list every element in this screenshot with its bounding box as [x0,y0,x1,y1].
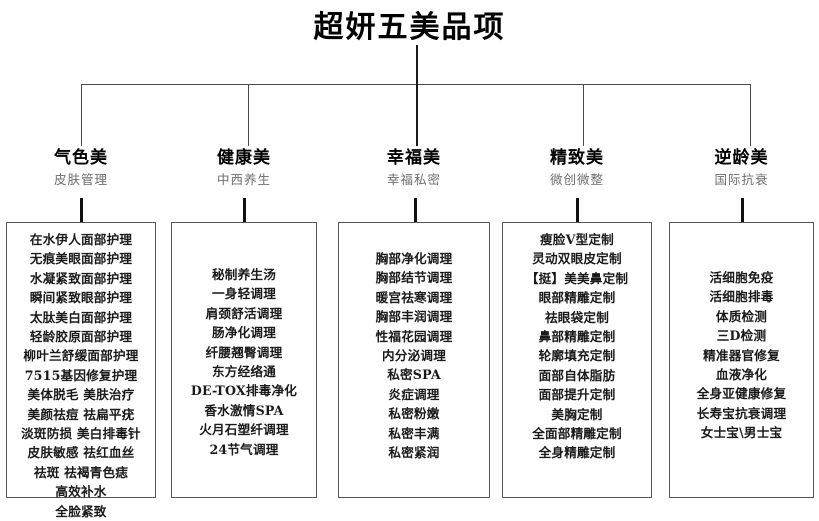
category-subtitle-1: 皮肤管理 [53,172,108,187]
list-item: 太肽美白面部护理 [29,309,133,325]
list-item: 鼻部精雕定制 [538,329,616,345]
list-item: 在水伊人面部护理 [29,232,133,247]
list-item: 一身轻调理 [212,286,276,302]
list-item: 长寿宝抗衰调理 [696,405,787,421]
list-item: 瘦脸V型定制 [540,232,614,247]
list-item: 活细胞排毒 [709,289,774,305]
connector-drop-1 [81,84,82,146]
category-header-1: 气色美 皮肤管理 [6,148,156,189]
connector-stub-3 [414,198,417,224]
list-item: 私密紧润 [388,445,440,461]
org-chart-canvas: 超妍五美品项 气色美 皮肤管理 在水伊人面部护理无痕美眼面部护理水凝紧致面部护理… [6,10,814,519]
category-header-2: 健康美 中西养生 [171,148,317,189]
category-box-5 [669,222,814,498]
list-item: 东方经络通 [212,364,276,380]
list-item: 私密粉嫩 [388,406,440,422]
list-item: 全脸紧致 [55,503,107,519]
connector-drop-5 [750,84,751,146]
list-item: 祛斑 祛褐青色痣 [33,464,129,480]
list-item: 体质检测 [715,308,768,324]
category-title-2: 健康美 [217,148,271,168]
list-item: 香水激情SPA [204,402,284,418]
list-item: 7515基因修复护理 [24,367,138,383]
list-item: 私密SPA [387,367,441,383]
list-item: 暖宫祛寒调理 [375,289,453,305]
list-item: 轻龄胶原面部护理 [29,329,133,345]
item-list-3: 胸部净化调理胸部结节调理暖宫祛寒调理胸部丰润调理性福花园调理内分泌调理私密SPA… [338,249,490,462]
category-header-5: 逆龄美 国际抗衰 [669,148,814,189]
list-item: 活细胞免疫 [709,270,774,285]
category-header-4: 精致美 微创微整 [502,148,652,189]
connector-horizontal-bus [81,84,751,85]
list-item: 全身亚健康修复 [696,386,787,402]
list-item: 三D检测 [716,328,767,344]
category-box-4 [502,222,652,498]
category-subtitle-4: 微创微整 [549,172,604,187]
connector-drop-2 [248,84,249,146]
item-list-4: 瘦脸V型定制灵动双眼皮定制【挺】美美鼻定制眼部精雕定制祛眼袋定制鼻部精雕定制轮廓… [502,230,652,463]
list-item: 肠净化调理 [212,325,276,341]
list-item: 全面部精雕定制 [532,426,622,442]
list-item: 无痕美眼面部护理 [29,251,133,267]
list-item: 肩颈舒活调理 [205,305,283,321]
list-item: 美体脱毛 美肤治疗 [27,387,135,403]
list-item: 纤腰翘臀调理 [205,344,283,360]
list-item: 血液净化 [715,367,768,383]
list-item: 胸部净化调理 [375,251,453,266]
list-item: 炎症调理 [388,386,440,402]
connector-stub-4 [576,198,579,224]
list-item: 祛眼袋定制 [545,309,609,325]
list-item: 全身精雕定制 [538,445,616,461]
category-box-3 [338,222,490,498]
list-item: 【挺】美美鼻定制 [525,270,629,286]
connector-drop-4 [583,84,584,146]
list-item: 胸部丰润调理 [375,309,453,325]
list-item: 内分泌调理 [382,348,446,364]
list-item: 私密丰满 [388,425,440,441]
connector-stub-2 [243,198,246,224]
category-title-1: 气色美 [54,148,108,168]
item-list-2: 秘制养生汤一身轻调理肩颈舒活调理肠净化调理纤腰翘臀调理东方经络通 DE-TOX排毒… [171,265,317,459]
list-item: 灵动双眼皮定制 [532,251,622,267]
list-item: 性福花园调理 [375,328,453,344]
list-item: 胸部结节调理 [375,270,453,286]
list-item: 高效补水 [55,484,107,500]
list-item: 面部提升定制 [538,387,616,403]
connector-drop-3 [416,84,418,146]
category-subtitle-2: 中西养生 [216,172,271,187]
list-item: 女士宝\男士宝 [700,425,783,441]
connector-root-stem [416,45,418,85]
list-item: DE-TOX排毒净化 [190,383,298,399]
category-title-3: 幸福美 [387,148,441,168]
connector-stub-1 [80,198,83,224]
category-subtitle-5: 国际抗衰 [714,172,769,187]
connector-stub-5 [741,198,744,224]
list-item: 水凝紧致面部护理 [29,270,133,286]
category-box-2 [171,222,317,498]
list-item: 美颜祛痘 祛扁平疣 [27,406,135,422]
list-item: 面部自体脂肪 [538,367,616,383]
list-item: 淡斑防损 美白排毒针 [21,426,141,442]
category-title-4: 精致美 [550,148,604,168]
category-subtitle-3: 幸福私密 [386,172,441,187]
list-item: 眼部精雕定制 [538,290,616,306]
category-header-3: 幸福美 幸福私密 [338,148,490,189]
list-item: 轮廓填充定制 [538,348,616,364]
list-item: 24节气调理 [209,441,279,457]
item-list-5: 活细胞免疫活细胞排毒体质检测三D检测精准器官修复血液净化全身亚健康修复长寿宝抗衰… [669,268,814,443]
list-item: 精准器官修复 [703,347,780,363]
list-item: 皮肤敏感 祛红血丝 [27,445,135,461]
list-item: 秘制养生汤 [212,267,276,282]
category-title-5: 逆龄美 [714,148,769,168]
page-title: 超妍五美品项 [313,10,506,45]
list-item: 瞬间紧致眼部护理 [29,290,133,306]
item-list-1: 在水伊人面部护理无痕美眼面部护理水凝紧致面部护理瞬间紧致眼部护理太肽美白面部护理… [6,230,156,521]
list-item: 柳叶兰舒缓面部护理 [23,348,139,364]
list-item: 火月石塑纤调理 [199,422,289,438]
category-box-1 [6,222,156,498]
list-item: 美胸定制 [551,406,603,422]
